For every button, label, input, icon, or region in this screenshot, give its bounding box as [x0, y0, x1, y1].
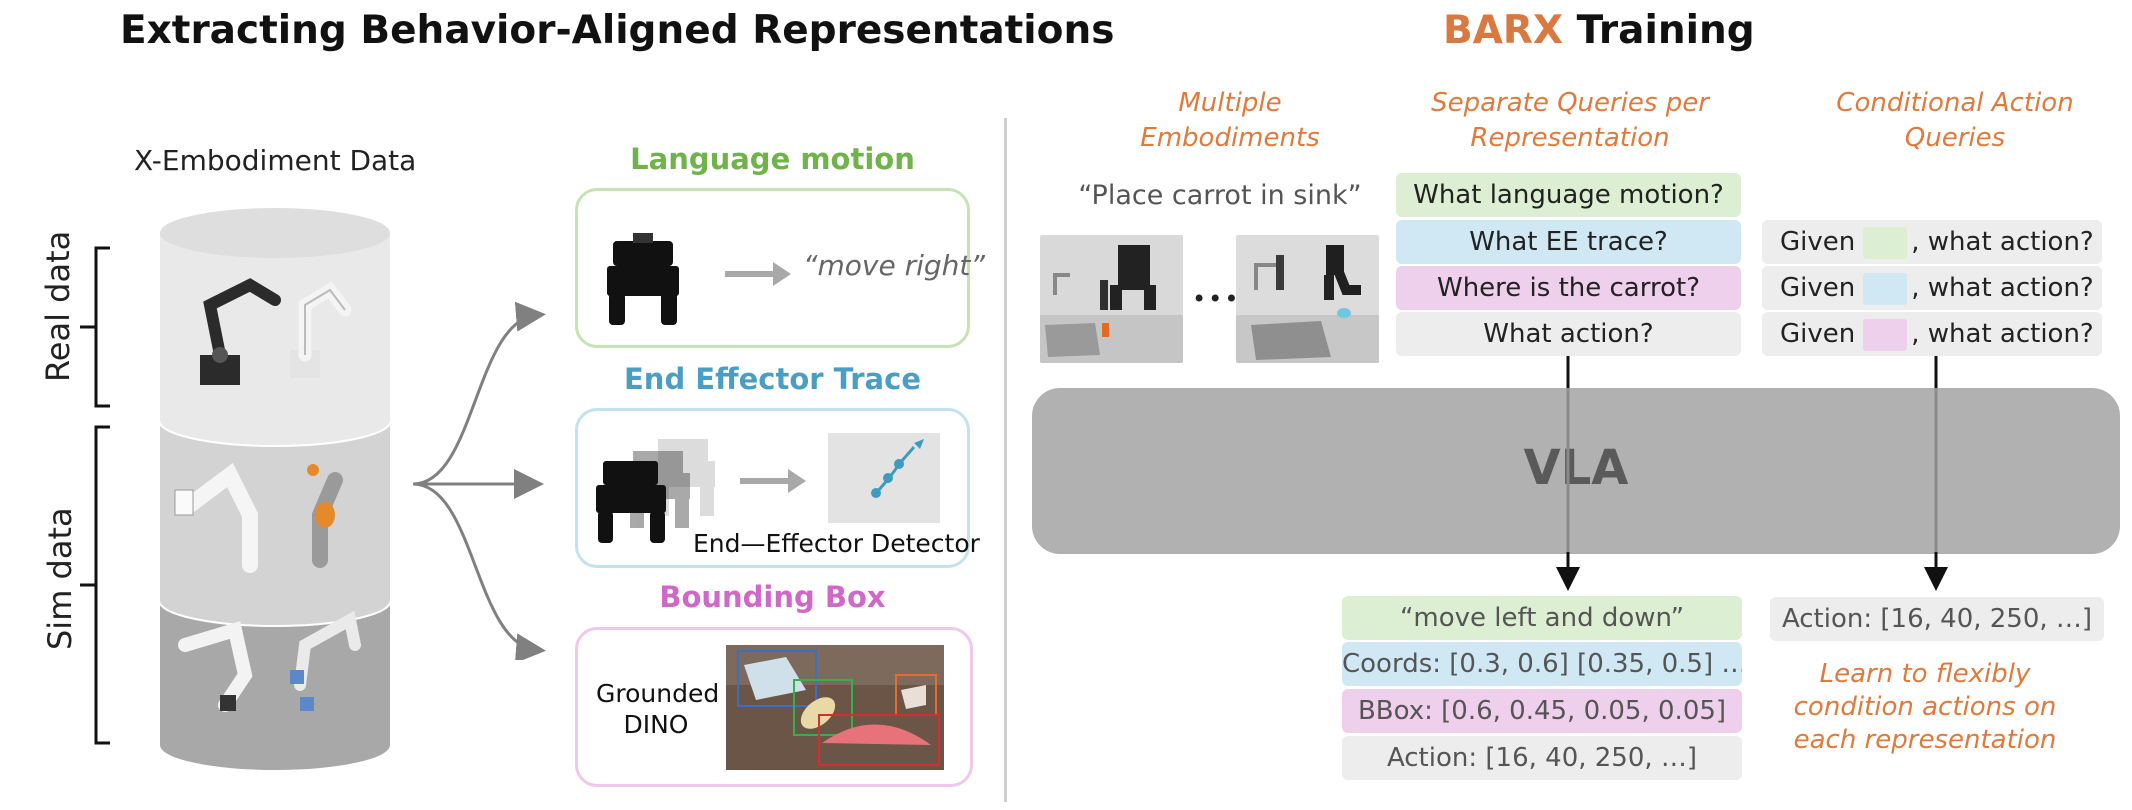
takeaway-line1: Learn to flexibly: [1819, 659, 2031, 689]
conditional-query-1: Given , what action?: [1762, 220, 2102, 264]
real-data-label: Real data: [39, 230, 77, 382]
dataset-label: X-Embodiment Data: [134, 144, 417, 177]
task-instruction: “Place carrot in sink”: [1078, 180, 1362, 211]
bbox-title: Bounding Box: [659, 580, 886, 614]
sim-segment-1: [160, 420, 390, 625]
embodiment-photo-1: [1040, 235, 1183, 363]
grounded-dino-line2: DINO: [623, 710, 689, 739]
conditional-suffix: , what action?: [1911, 227, 2094, 257]
conditional-prefix: Given: [1780, 273, 1856, 303]
real-segment: [160, 233, 390, 445]
language-motion-box: “move right”: [575, 188, 985, 348]
bbox-scene-image: [726, 645, 944, 770]
language-motion-title: Language motion: [630, 142, 915, 176]
cylinder-top: [160, 208, 390, 258]
real-robot-1-icon: [200, 278, 281, 385]
col2-header: Separate Queries per Representation: [1390, 86, 1750, 156]
sim-data-label: Sim data: [41, 507, 79, 650]
col2-header-line2: Representation: [1470, 123, 1670, 153]
fanout-arrows: [412, 301, 546, 660]
output-bbox: BBox: [0.6, 0.45, 0.05, 0.05]: [1342, 689, 1742, 733]
real-bracket: [94, 246, 110, 408]
ee-detector-label: End—Effector Detector: [693, 529, 980, 558]
grounded-dino-label: Grounded DINO: [596, 678, 720, 740]
panel-divider: [1004, 118, 1007, 802]
conditional-query-2: Given , what action?: [1762, 266, 2102, 310]
output-action: Action: [16, 40, 250, …]: [1342, 736, 1742, 780]
query-language-motion: What language motion?: [1396, 173, 1741, 217]
right-arrow-icon: [725, 262, 791, 286]
grounded-dino-line1: Grounded: [596, 679, 720, 708]
col2-header-line1: Separate Queries per: [1431, 88, 1709, 118]
sim-robot-1-icon: [174, 462, 258, 573]
output-language-motion: “move left and down”: [1342, 596, 1742, 640]
ee-trace-slot: [1863, 272, 1908, 305]
real-robot-2-icon: [290, 281, 352, 378]
ee-trace-box: End—Effector Detector: [575, 408, 980, 568]
ee-trace-title: End Effector Trace: [624, 362, 921, 396]
conditional-output-action: Action: [16, 40, 250, …]: [1770, 597, 2104, 641]
conditional-suffix: , what action?: [1911, 273, 2094, 303]
sim-robot-3-icon: [178, 621, 253, 712]
col1-header-line2: Embodiments: [1140, 123, 1320, 153]
query-action: What action?: [1396, 312, 1741, 356]
data-brackets: [80, 246, 110, 745]
col3-header: Conditional Action Queries: [1790, 86, 2120, 156]
conditional-prefix: Given: [1780, 319, 1856, 349]
col3-header-line1: Conditional Action: [1836, 88, 2074, 118]
language-motion-slot: [1863, 226, 1908, 259]
language-motion-output: “move right”: [803, 249, 985, 282]
right-title-rest: Training: [1563, 8, 1755, 53]
vla-model-block: [1032, 388, 2120, 554]
takeaway-text: Learn to flexibly condition actions on e…: [1760, 658, 2090, 757]
col1-header-line1: Multiple: [1178, 88, 1282, 118]
gripper-icon: [607, 233, 679, 325]
gripper-motion-icon: [596, 439, 715, 543]
takeaway-line2: condition actions on: [1793, 692, 2057, 722]
flow-arrows: [1556, 356, 1948, 591]
output-ee-trace: Coords: [0.3, 0.6] [0.35, 0.5] …: [1342, 642, 1742, 686]
vla-label: VLA: [1523, 440, 1629, 496]
conditional-query-3: Given , what action?: [1762, 312, 2102, 356]
sim-robot-2-icon: [307, 464, 343, 568]
left-title: Extracting Behavior-Aligned Representati…: [120, 8, 1115, 53]
conditional-suffix: , what action?: [1911, 319, 2094, 349]
bbox-slot: [1863, 318, 1908, 351]
brand-name: BARX: [1443, 8, 1564, 53]
query-bbox: Where is the carrot?: [1396, 266, 1741, 310]
embodiment-photo-2: [1236, 235, 1379, 363]
bbox-box: Grounded DINO: [575, 627, 973, 787]
right-arrow-icon-2: [740, 469, 806, 493]
arrow-to-bbox: [412, 482, 546, 660]
arrow-to-language: [412, 301, 546, 486]
sim-bracket: [94, 425, 110, 745]
ee-trace-plot-icon: [828, 433, 940, 523]
photo-ellipsis: •••: [1192, 285, 1241, 313]
right-title: BARX Training: [1443, 8, 1755, 53]
col3-header-line2: Queries: [1904, 123, 2006, 153]
conditional-prefix: Given: [1780, 227, 1856, 257]
sim-robot-4-icon: [290, 610, 361, 711]
query-ee-trace: What EE trace?: [1396, 220, 1741, 264]
col1-header: Multiple Embodiments: [1100, 86, 1360, 156]
dataset-cylinder: [158, 208, 392, 770]
takeaway-line3: each representation: [1793, 725, 2057, 755]
